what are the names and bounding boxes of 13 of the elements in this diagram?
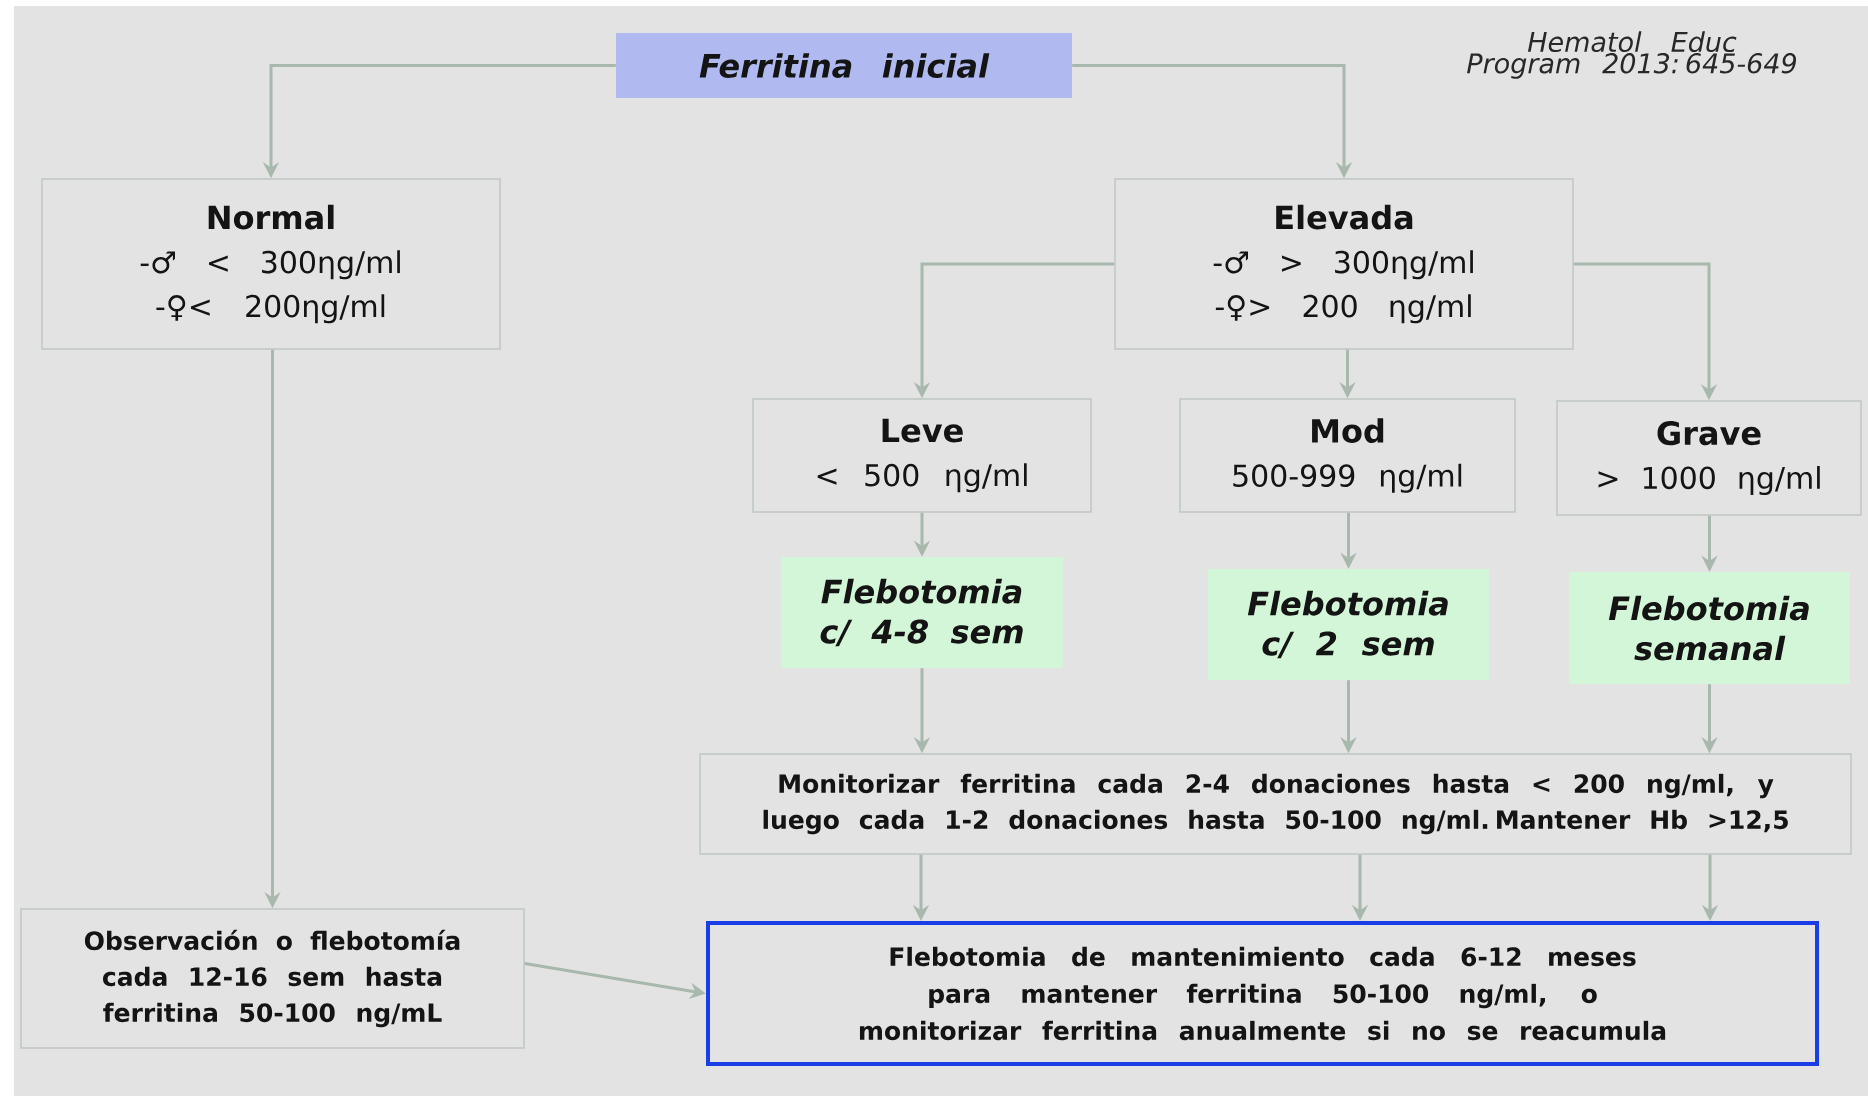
- category-box: Leve < 500 ηg/ml: [752, 398, 1092, 513]
- ferritin-box: Ferritina inicial: [616, 33, 1072, 98]
- category-box: Elevada -♂ > 300ηg/ml -♀> 200 ηg/ml: [1114, 178, 1574, 350]
- treatment-box: Flebotomia semanal: [1569, 572, 1850, 684]
- category-box: Grave > 1000 ηg/ml: [1556, 400, 1862, 516]
- treatment-box: Flebotomia c/ 2 sem: [1208, 569, 1489, 680]
- outcome-box: Flebotomia de mantenimiento cada 6-12 meses para mantener ferritina 50-100 ng/ml, o monitorizar ferritina anualmente si no se reacumula: [706, 921, 1819, 1066]
- category-box: Mod 500-999 ηg/ml: [1179, 398, 1516, 513]
- citation: Hematol Educ Program 2013: 645-649: [1467, 31, 1796, 79]
- process-box: Monitorizar ferritina cada 2-4 donaciones hasta < 200 ng/ml, y luego cada 1-2 donaciones hasta 50-100 ng/ml. Mantener Hb >12,5: [699, 753, 1852, 855]
- process-box: Observación o flebotomía cada 12-16 sem hasta ferritina 50-100 ng/mL: [20, 908, 525, 1049]
- treatment-box: Flebotomia c/ 4-8 sem: [781, 557, 1063, 668]
- category-box: Normal -♂ < 300ηg/ml -♀< 200ηg/ml: [41, 178, 501, 350]
